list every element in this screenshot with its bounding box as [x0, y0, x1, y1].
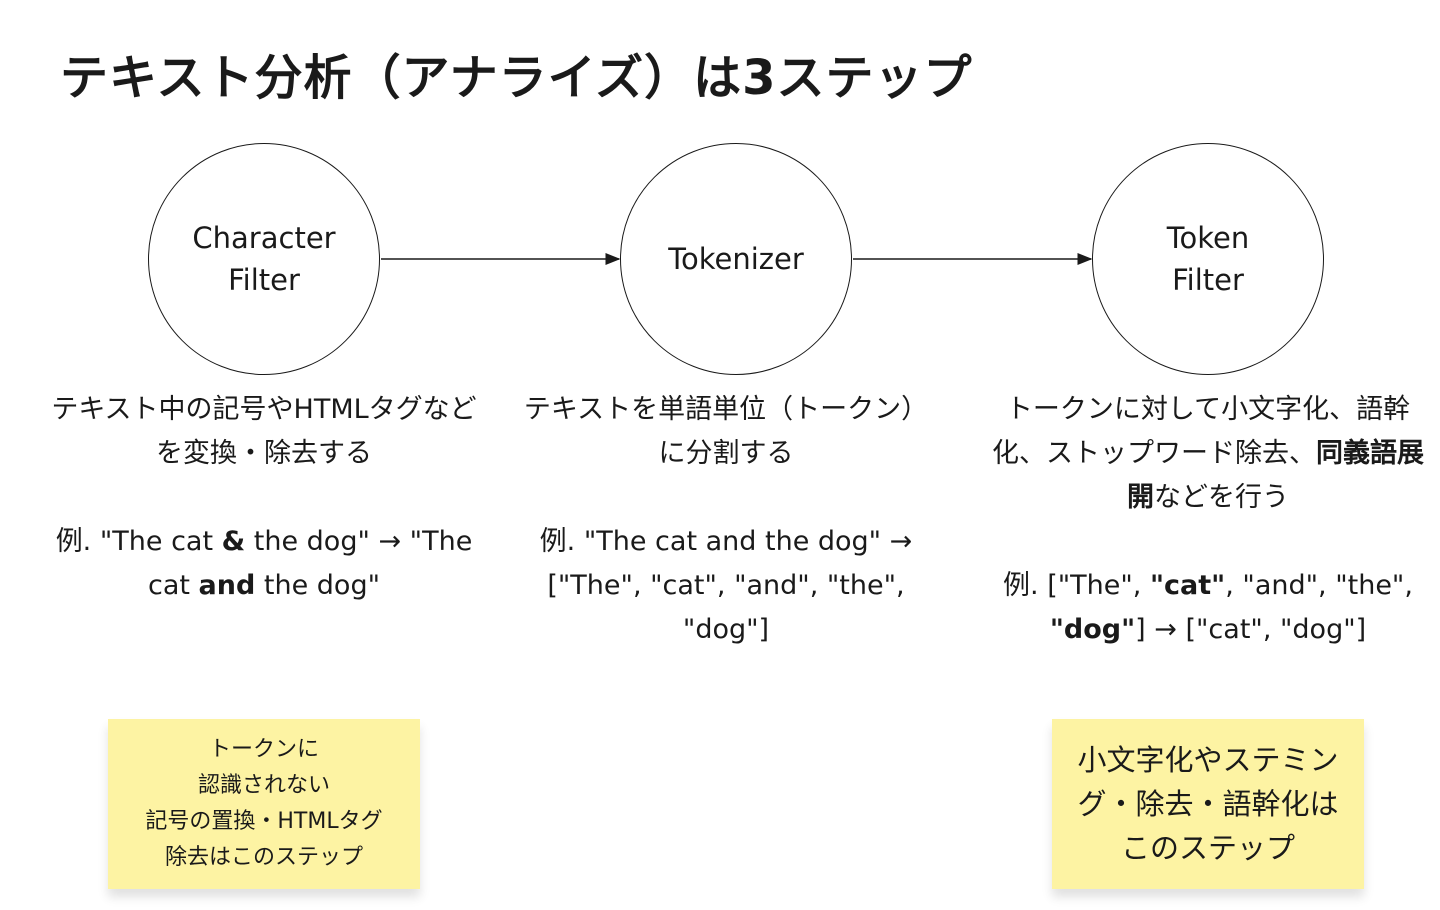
- step-tokenizer[interactable]: Tokenizer: [620, 143, 852, 375]
- description-text: トークンに対して小文字化、語幹化、ストップワード除去、同義語展開などを行う: [992, 388, 1424, 520]
- sticky-note-character-filter[interactable]: トークンに 認識されない 記号の置換・HTMLタグ 除去はこのステップ: [108, 719, 420, 889]
- example-bold: and: [198, 570, 256, 601]
- description-part: などを行う: [1154, 482, 1289, 513]
- step-label: Filter: [1172, 263, 1244, 297]
- sticky-note-token-filter[interactable]: 小文字化やステミング・除去・語幹化はこのステップ: [1052, 719, 1364, 889]
- sticky-line: 記号の置換・HTMLタグ: [145, 809, 383, 834]
- example-part: the dog" → "The cat: [147, 526, 473, 601]
- sticky-line: 除去はこのステップ: [164, 845, 363, 870]
- step-label: Character: [192, 221, 336, 255]
- example-bold: "cat": [1149, 570, 1226, 601]
- example-text: 例. ["The", "cat", "and", "the", "dog"] →…: [992, 564, 1424, 652]
- character-filter-description: テキスト中の記号やHTMLタグなどを変換・除去する 例. "The cat & …: [44, 388, 484, 608]
- step-label: Tokenizer: [668, 242, 804, 276]
- token-filter-description: トークンに対して小文字化、語幹化、ストップワード除去、同義語展開などを行う 例.…: [992, 388, 1424, 652]
- sticky-line: 認識されない: [197, 773, 330, 798]
- example-bold: &: [221, 526, 246, 557]
- example-part: , "and", "the",: [1225, 570, 1413, 601]
- tokenizer-description: テキストを単語単位（トークン）に分割する 例. "The cat and the…: [516, 388, 936, 652]
- sticky-text: 小文字化やステミング・除去・語幹化はこのステップ: [1077, 743, 1339, 865]
- description-part: トークンに対して小文字化、語幹化、ストップワード除去、: [992, 394, 1411, 469]
- example-text: 例. "The cat & the dog" → "The cat and th…: [44, 520, 484, 608]
- example-part: the dog": [255, 570, 381, 601]
- description-bold: 同義語展開: [1127, 438, 1424, 513]
- example-part: 例. ["The",: [1003, 570, 1150, 601]
- description-text: テキストを単語単位（トークン）に分割する: [523, 394, 929, 469]
- step-label: Token: [1166, 221, 1250, 255]
- sticky-line: トークンに: [208, 737, 319, 762]
- description-text: テキスト中の記号やHTMLタグなどを変換・除去する: [51, 394, 477, 469]
- example-text: 例. "The cat and the dog" → ["The", "cat"…: [539, 526, 913, 645]
- example-part: 例. "The cat: [55, 526, 222, 557]
- example-part: ] → ["cat", "dog"]: [1135, 614, 1367, 645]
- page-title: テキスト分析（アナライズ）は3ステップ: [60, 50, 973, 106]
- example-bold: "dog": [1049, 614, 1136, 645]
- step-label: Filter: [228, 263, 300, 297]
